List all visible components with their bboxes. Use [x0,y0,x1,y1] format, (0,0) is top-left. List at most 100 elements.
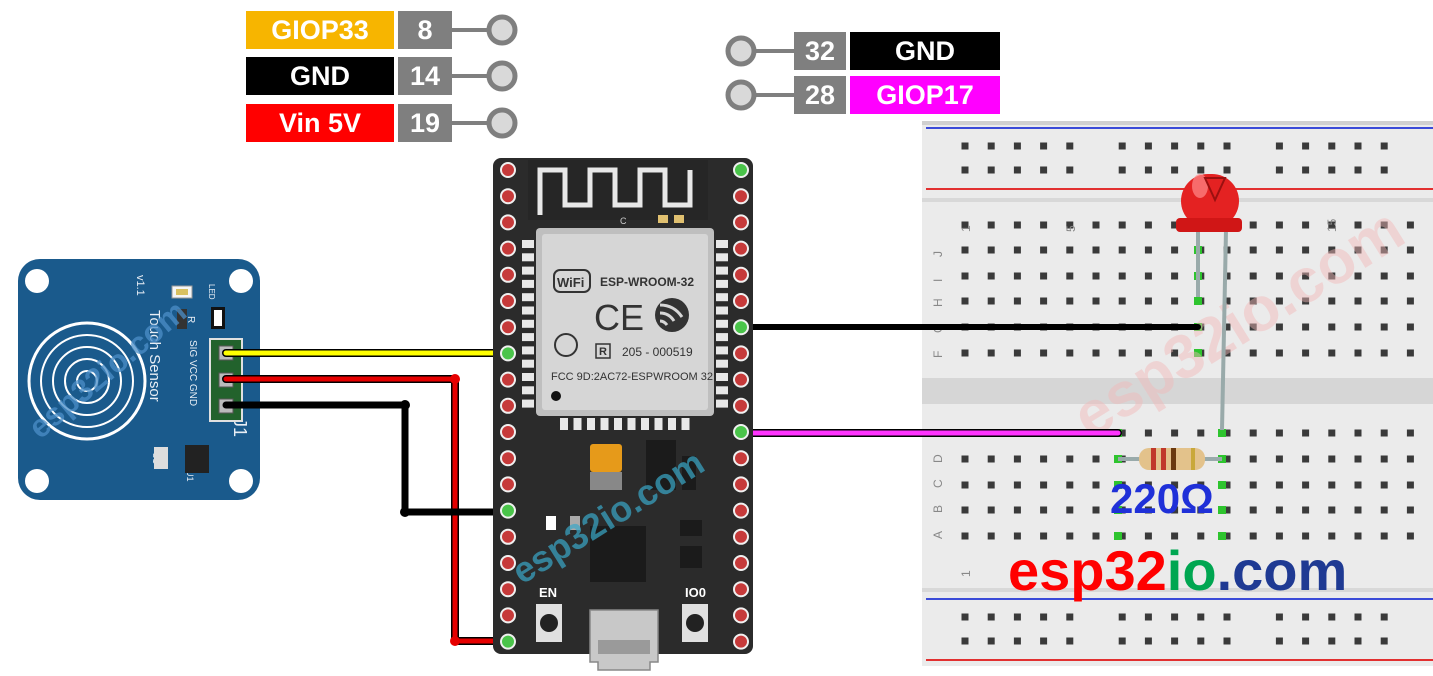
module-pad [522,319,534,328]
breadboard-hole [1013,272,1021,280]
breadboard-hole [1144,297,1152,305]
breadboard-hole [1118,142,1126,150]
header-pin [733,397,749,414]
mount-hole [25,269,49,293]
breadboard-hole [1249,272,1257,280]
breadboard-hole [1066,613,1074,621]
breadboard-hole [1040,297,1048,305]
module-pad [522,253,534,262]
breadboard-hole [1354,323,1362,331]
module-pad [716,319,728,328]
breadboard-hole [987,481,995,489]
breadboard-hole [1223,166,1231,174]
breadboard-hole [1328,272,1336,280]
breadboard-hole [1040,481,1048,489]
module-pad [716,373,728,381]
breadboard-hole [1066,349,1074,357]
breadboard-hole [987,297,995,305]
mount-hole [229,469,253,493]
breadboard-hole [1275,323,1283,331]
breadboard-hole [1354,297,1362,305]
header-pin [733,528,749,545]
breadboard-hole [1092,506,1100,514]
breadboard-hole [1249,297,1257,305]
pin-number-28: 28 [794,76,846,114]
module-pad [716,306,728,315]
capacitor-tantalum [590,444,622,472]
breadboard-hole [1275,142,1283,150]
breadboard-hole [1275,349,1283,357]
breadboard-hole [1223,429,1231,437]
bb-col-5: 5 [1064,225,1078,232]
breadboard-hole [1197,166,1205,174]
breadboard-hole [1249,323,1257,331]
breadboard-hole [1171,246,1179,254]
breadboard-hole [1275,246,1283,254]
breadboard-hole [1223,142,1231,150]
module-pad [716,386,728,395]
ref-led: LED [207,284,216,300]
breadboard-hole [1118,221,1126,229]
module-pad [522,279,534,288]
module-pad [587,418,595,430]
touch-sensor-pins: SIG VCC GND [187,340,198,406]
module-pad [614,418,622,430]
module-pad [716,293,728,302]
wifi-logo-text: WiFi [557,275,584,290]
breadboard-hole [1328,532,1336,540]
header-pin [733,162,749,178]
breadboard-hole [1223,532,1231,540]
usb-uart-chip [590,526,646,582]
brand-part-esp32: esp32 [1008,539,1167,602]
breadboard-hole [1013,613,1021,621]
breadboard-hole [1144,221,1152,229]
breadboard-hole [1302,142,1310,150]
breadboard-hole [987,349,995,357]
breadboard-hole [1275,297,1283,305]
module-pad [522,373,534,381]
module-pad [716,346,728,355]
breadboard-hole-active [1218,506,1226,514]
breadboard-hole [1040,221,1048,229]
module-name: ESP-WROOM-32 [600,275,694,289]
breadboard-hole [1013,455,1021,463]
breadboard-hole [1249,506,1257,514]
breadboard-hole [1275,506,1283,514]
header-pin [500,633,516,650]
header-pin [733,633,749,650]
breadboard-hole [1066,532,1074,540]
breadboard-hole [1013,349,1021,357]
breadboard-hole [1171,506,1179,514]
pin-label-giop33: GIOP33 [246,11,394,49]
breadboard-hole [1118,429,1126,437]
module-pad [681,418,690,430]
ref-r: R [185,316,196,323]
pin-label-gnd-right: GND [850,32,1000,70]
wifi-logo [553,269,591,293]
breadboard-hole-active [1218,481,1226,489]
breadboard-hole [1066,297,1074,305]
resistor-value-label: 220Ω [1110,475,1214,522]
breadboard-hole-active [1218,429,1226,437]
breadboard-hole [1040,166,1048,174]
breadboard-hole [1040,455,1048,463]
module-pad [668,418,676,430]
module-pad [522,240,534,248]
breadboard-hole-active [1114,532,1122,540]
breadboard-hole [1328,349,1336,357]
header-pin [500,476,516,493]
header-pin [733,345,749,362]
breadboard-hole [1354,481,1362,489]
breadboard-hole [1302,297,1310,305]
breadboard-hole [1302,637,1310,645]
breadboard-hole [961,349,969,357]
breadboard-hole [1406,323,1414,331]
pin-number-8: 8 [398,11,452,49]
breadboard-hole [1066,246,1074,254]
bb-col-15: 15 [1325,218,1339,232]
breadboard-hole [1013,221,1021,229]
breadboard-hole [1171,613,1179,621]
breadboard-hole [1013,142,1021,150]
pin-number-32: 32 [794,32,846,70]
breadboard-hole [1118,166,1126,174]
